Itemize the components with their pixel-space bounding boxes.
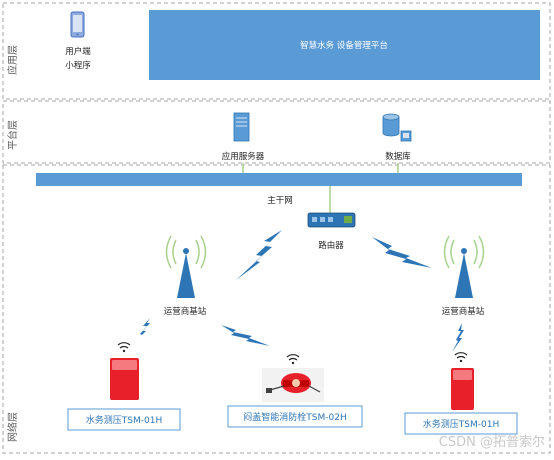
- app-server-label: 应用服务器: [222, 151, 265, 162]
- backbone-bar: [36, 173, 522, 186]
- wireless-link-middle-device: [221, 325, 270, 346]
- device-middle-label: 闷盖智能消防栓TSM-02H: [243, 411, 346, 423]
- platform-box: [149, 10, 540, 80]
- wifi-icon: [117, 342, 131, 353]
- platform-title: 智慧水务 设备管理平台: [300, 40, 388, 51]
- platform-layer-frame: [2, 100, 551, 164]
- network-layer-label: 网络层: [6, 412, 19, 442]
- wireless-link-right-device: [452, 323, 464, 352]
- base-station-right-label: 运营商基站: [442, 306, 485, 317]
- database-icon: [382, 113, 412, 142]
- device-right-label-box: [404, 412, 518, 435]
- device-left-label-box: [67, 408, 181, 431]
- pressure-sensor-left-icon: [110, 358, 139, 400]
- router-label: 路由器: [318, 240, 344, 251]
- router-icon: [307, 212, 356, 228]
- database-label: 数据库: [385, 151, 411, 162]
- wireless-link-left-device: [132, 318, 150, 345]
- wifi-icon: [454, 352, 468, 363]
- fire-hydrant-sensor-icon: [262, 368, 324, 402]
- base-station-left-label: 运营商基站: [164, 306, 207, 317]
- phone-icon: [70, 11, 85, 38]
- device-right-label: 水务测压TSM-01H: [423, 418, 499, 430]
- device-middle-label-box: [227, 405, 363, 428]
- client-label-line1: 用户端: [65, 46, 91, 57]
- wifi-icon: [286, 354, 300, 365]
- pressure-sensor-right-icon: [451, 368, 474, 410]
- base-station-left-icon: [165, 235, 207, 298]
- application-layer-label: 应用层: [6, 45, 19, 75]
- wireless-link-left-router: [236, 230, 282, 280]
- watermark: CSDN @拓普索尔: [439, 435, 545, 450]
- client-label-line2: 小程序: [65, 60, 91, 71]
- base-station-right-icon: [443, 235, 485, 298]
- server-icon: [233, 112, 250, 142]
- backbone-label: 主干网: [267, 195, 293, 206]
- device-left-label: 水务测压TSM-01H: [86, 414, 162, 426]
- platform-layer-label: 平台层: [6, 120, 19, 150]
- wireless-link-router-right: [372, 237, 432, 268]
